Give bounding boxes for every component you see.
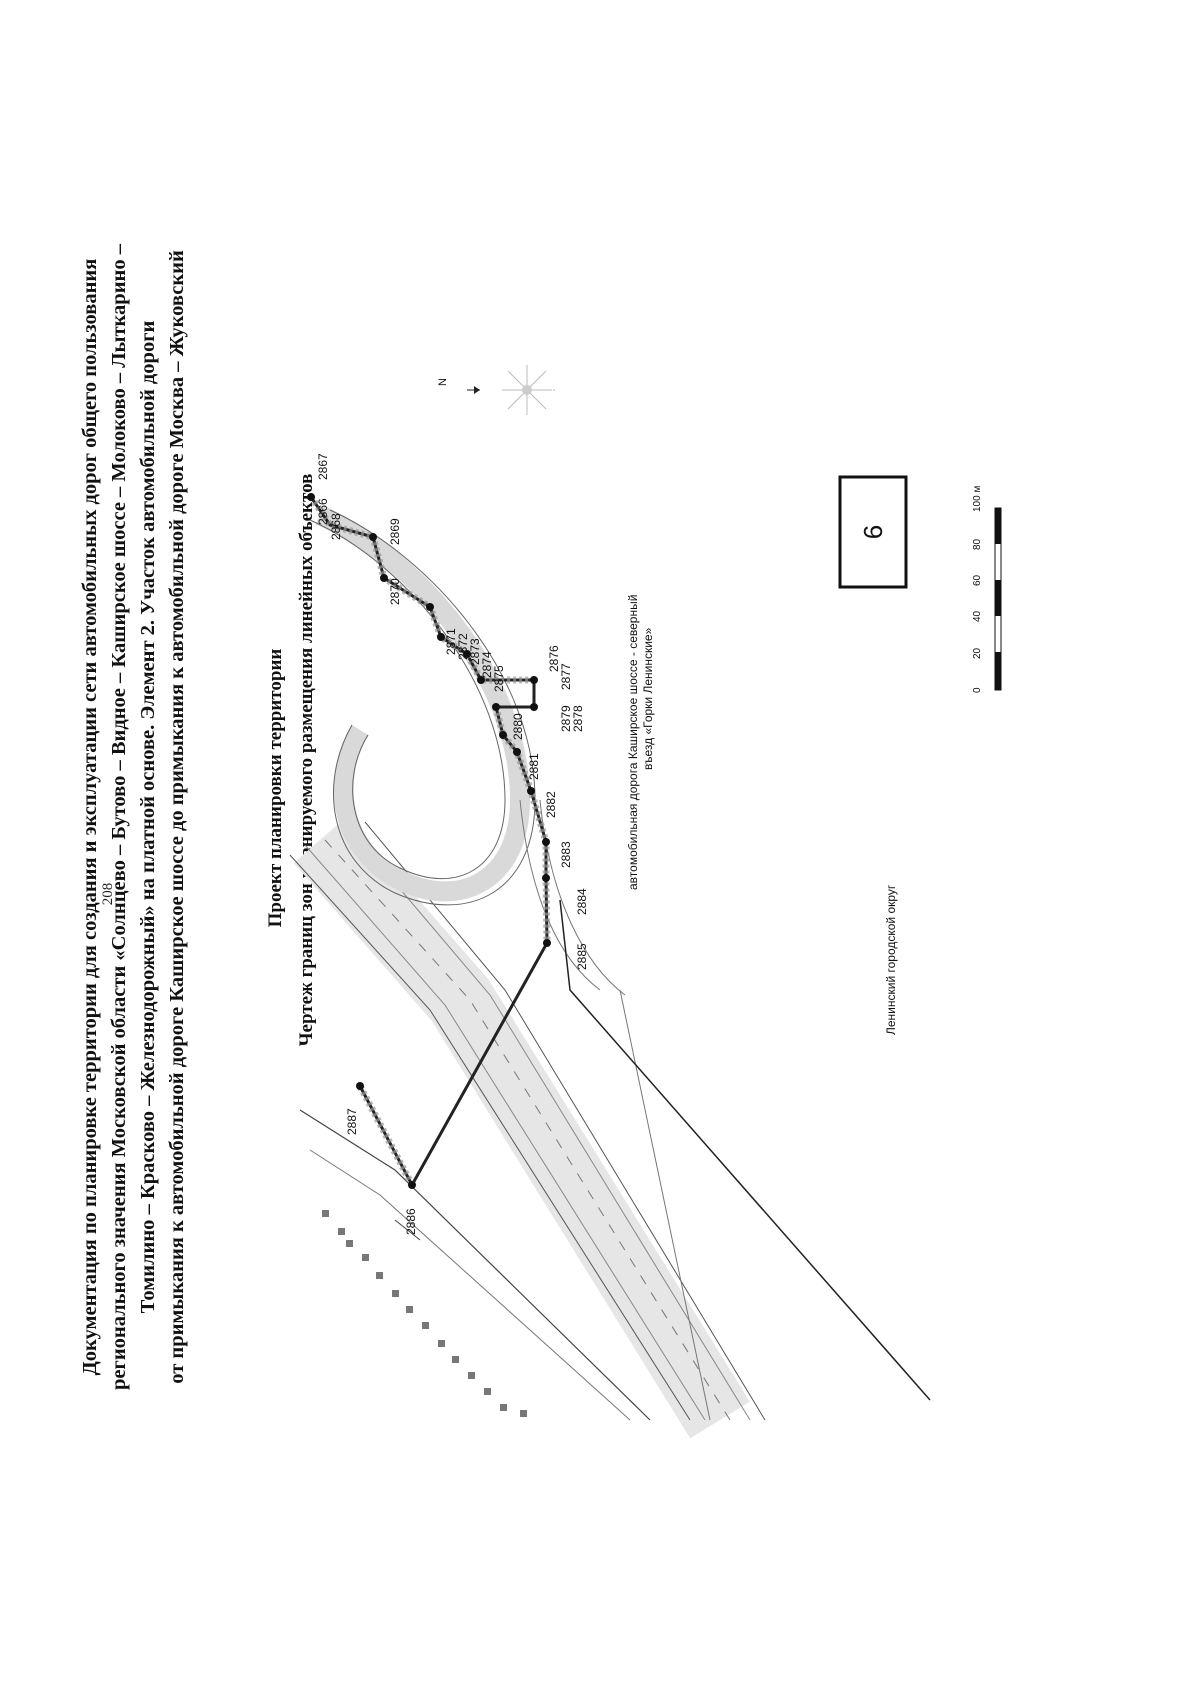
sheet-number: 6 — [858, 525, 888, 539]
scale-label: 80 — [972, 538, 983, 550]
point-label: 2871 — [444, 628, 458, 655]
point-label: 2879 — [559, 705, 573, 732]
point-label: 2872 — [456, 633, 470, 660]
point-label: 2876 — [547, 645, 561, 672]
scale-label: 100 м — [972, 486, 983, 512]
point-label: 2880 — [511, 713, 525, 740]
point-label: 2875 — [492, 665, 506, 692]
point-label: 2877 — [559, 663, 573, 690]
scale-bar: 0 20 40 60 80 100 м — [972, 486, 1002, 693]
scale-label: 40 — [972, 610, 983, 622]
district-label: Ленинский городской округ — [884, 884, 898, 1035]
point-label: 2868 — [329, 513, 343, 540]
road-label-line-1: автомобильная дорога Каширское шоссе - с… — [626, 595, 640, 890]
road-label-line-2: въезд «Горки Ленинские» — [641, 627, 655, 770]
loop-ramp — [309, 505, 931, 1401]
point-labels: 2866 2867 2868 2869 2870 2871 2872 2873 … — [316, 453, 589, 1235]
north-arrow-icon: N — [437, 365, 556, 415]
point-label: 2883 — [559, 841, 573, 868]
point-label: 2866 — [316, 498, 330, 525]
hatched-area — [322, 1210, 527, 1417]
point-label: 2881 — [527, 753, 541, 780]
boundary-points — [307, 493, 551, 1189]
point-label: 2884 — [575, 888, 589, 915]
point-label: 2869 — [388, 518, 402, 545]
scale-label: 20 — [972, 647, 983, 659]
north-label: N — [437, 378, 449, 386]
point-label: 2873 — [468, 638, 482, 665]
road-lines — [289, 816, 766, 1439]
point-label: 2885 — [575, 943, 589, 970]
scale-label: 60 — [972, 574, 983, 586]
scale-label: 0 — [972, 687, 983, 693]
point-label: 2886 — [404, 1208, 418, 1235]
point-label: 2867 — [316, 453, 330, 480]
point-label: 2870 — [388, 578, 402, 605]
sheet-number-box: 6 — [838, 475, 908, 589]
point-label: 2878 — [571, 705, 585, 732]
point-label: 2882 — [544, 791, 558, 818]
point-label: 2874 — [480, 651, 494, 678]
point-label: 2887 — [345, 1108, 359, 1135]
